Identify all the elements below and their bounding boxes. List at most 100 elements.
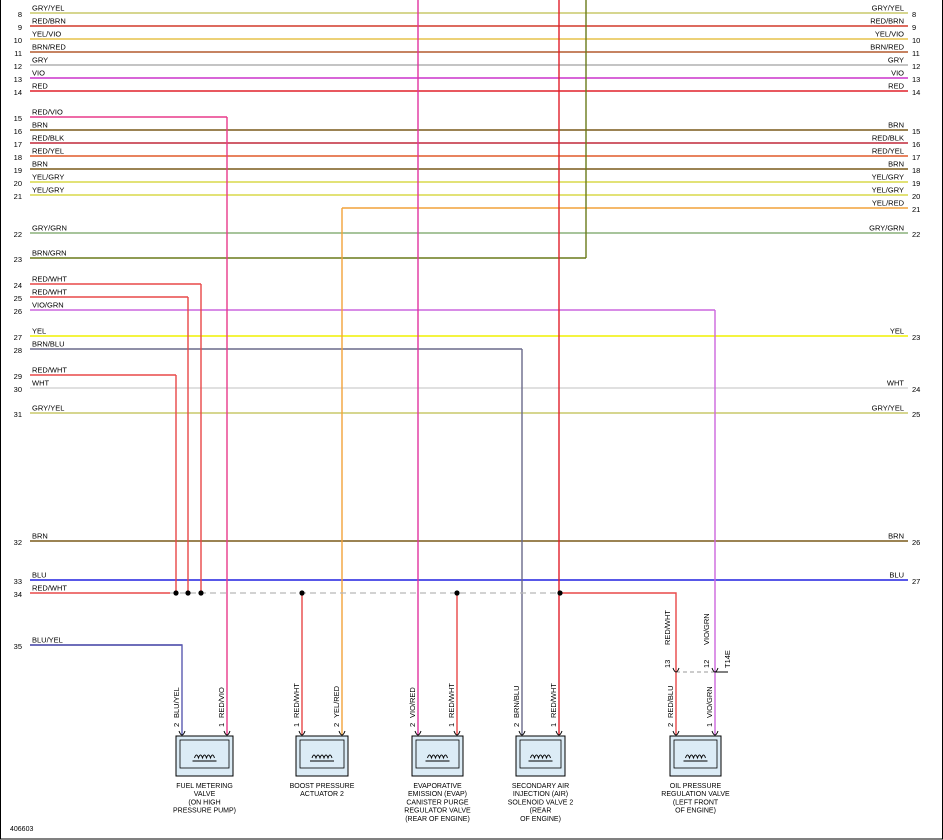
right-wire-label: YEL/RED bbox=[872, 199, 905, 208]
terminal-icon bbox=[518, 730, 526, 736]
reference-number: 406603 bbox=[10, 826, 33, 833]
component-name-line: SOLENOID VALVE 2 bbox=[508, 799, 574, 806]
right-wire-label: BRN bbox=[888, 160, 904, 169]
left-wire-label: BRN/RED bbox=[32, 43, 66, 52]
label-layer: 8GRY/YEL9RED/BRN10YEL/VIO11BRN/RED12GRY1… bbox=[14, 4, 921, 823]
right-wire-label: BRN/RED bbox=[870, 43, 904, 52]
component-wire-label: VIO/GRN bbox=[705, 686, 714, 718]
right-pin-number: 9 bbox=[912, 23, 916, 32]
left-pin-number: 20 bbox=[14, 179, 22, 188]
component-pin-number: 2 bbox=[172, 723, 181, 727]
left-pin-number: 21 bbox=[14, 192, 22, 201]
connector-pin-number: 12 bbox=[702, 660, 711, 668]
right-wire-label: YEL/GRY bbox=[872, 186, 904, 195]
coil-icon bbox=[194, 754, 215, 760]
left-pin-number: 24 bbox=[14, 281, 22, 290]
terminal-icon bbox=[453, 730, 461, 736]
left-wire-label: VIO bbox=[32, 69, 45, 78]
component-wire-label: BLU/YEL bbox=[172, 687, 181, 718]
right-pin-number: 8 bbox=[912, 10, 916, 19]
left-wire-label: GRY/YEL bbox=[32, 404, 64, 413]
left-pin-number: 11 bbox=[14, 49, 22, 58]
component-name-line: INJECTION (AIR) bbox=[513, 791, 568, 798]
component-wire-label: VIO/RED bbox=[408, 687, 417, 718]
right-pin-number: 22 bbox=[912, 230, 920, 239]
right-pin-number: 21 bbox=[912, 205, 920, 214]
component-pin-number: 1 bbox=[447, 723, 456, 727]
component-wire-label: RED/VIO bbox=[217, 687, 226, 718]
component-wire-label: BRN/BLU bbox=[512, 685, 521, 718]
component-pin-number: 1 bbox=[292, 723, 301, 727]
left-wire-label: WHT bbox=[32, 379, 49, 388]
right-wire-label: GRY/YEL bbox=[872, 404, 904, 413]
component-frame bbox=[519, 739, 562, 769]
left-pin-number: 23 bbox=[14, 255, 22, 264]
splice-point bbox=[173, 590, 179, 596]
left-pin-number: 32 bbox=[14, 538, 22, 547]
right-pin-number: 25 bbox=[912, 410, 920, 419]
right-pin-number: 13 bbox=[912, 75, 920, 84]
right-pin-number: 27 bbox=[912, 577, 920, 586]
right-wire-label: RED/YEL bbox=[872, 147, 904, 156]
right-wire-label: BLU bbox=[889, 571, 904, 580]
component-pin-number: 2 bbox=[666, 723, 675, 727]
component-frame bbox=[299, 739, 345, 769]
left-wire-label: YEL bbox=[32, 327, 46, 336]
terminal-icon bbox=[338, 730, 346, 736]
component-name-line: OIL PRESSURE bbox=[670, 783, 722, 790]
left-wire-label: GRY/GRN bbox=[32, 224, 67, 233]
left-pin-number: 17 bbox=[14, 140, 22, 149]
component-layer bbox=[175, 730, 722, 777]
right-wire-label: BRN bbox=[888, 532, 904, 541]
component-name-line: (LEFT FRONT bbox=[673, 799, 719, 806]
component-name-line: OF ENGINE) bbox=[520, 816, 561, 823]
left-wire-label: RED/BRN bbox=[32, 17, 66, 26]
right-pin-number: 20 bbox=[912, 192, 920, 201]
component-body bbox=[669, 735, 722, 777]
right-wire-label: GRY/GRN bbox=[869, 224, 904, 233]
left-wire-label: BLU bbox=[32, 571, 47, 580]
component-wire-label: RED/WHT bbox=[447, 683, 456, 718]
left-wire-label: RED/WHT bbox=[32, 288, 67, 297]
coil-icon bbox=[311, 754, 333, 760]
splice-point bbox=[198, 590, 204, 596]
left-wire-label: BLU/YEL bbox=[32, 636, 63, 645]
left-wire-label: BRN bbox=[32, 121, 48, 130]
left-pin-number: 30 bbox=[14, 385, 22, 394]
right-pin-number: 26 bbox=[912, 538, 920, 547]
left-pin-number: 22 bbox=[14, 230, 22, 239]
component-name-line: BOOST PRESSURE bbox=[290, 783, 355, 790]
component-pin-number: 2 bbox=[408, 723, 417, 727]
component-name-line: CANISTER PURGE bbox=[406, 799, 469, 806]
component-name-line: EMISSION (EVAP) bbox=[408, 791, 467, 798]
terminal-icon bbox=[414, 730, 422, 736]
right-pin-number: 12 bbox=[912, 62, 920, 71]
left-wire-label: BRN bbox=[32, 160, 48, 169]
left-wire-label: GRY bbox=[32, 56, 48, 65]
left-pin-number: 25 bbox=[14, 294, 22, 303]
left-wire-label: VIO/GRN bbox=[32, 301, 64, 310]
connector-name: T14E bbox=[723, 650, 732, 668]
terminal-icon bbox=[178, 730, 186, 736]
connector-wire-label: VIO/GRN bbox=[702, 613, 711, 645]
left-wire-label: BRN/GRN bbox=[32, 249, 67, 258]
connector-wire-label: RED/WHT bbox=[663, 610, 672, 645]
right-pin-number: 10 bbox=[912, 36, 920, 45]
left-wire-label: RED bbox=[32, 82, 48, 91]
component-name-line: ACTUATOR 2 bbox=[300, 791, 344, 798]
component-name-line: SECONDARY AIR bbox=[512, 783, 569, 790]
component-name-line: REGULATOR VALVE bbox=[404, 808, 471, 815]
right-wire-label: YEL/VIO bbox=[875, 30, 904, 39]
left-wire-label: RED/VIO bbox=[32, 108, 63, 117]
connector-pin-icon bbox=[711, 667, 719, 673]
right-wire-label: YEL/GRY bbox=[872, 173, 904, 182]
left-wire-label: YEL/GRY bbox=[32, 186, 64, 195]
left-pin-number: 15 bbox=[14, 114, 22, 123]
right-pin-number: 19 bbox=[912, 179, 920, 188]
left-wire-label: RED/WHT bbox=[32, 366, 67, 375]
coil-icon bbox=[685, 754, 706, 760]
component-name-line: (REAR OF ENGINE) bbox=[405, 816, 470, 823]
splice-point bbox=[454, 590, 460, 596]
